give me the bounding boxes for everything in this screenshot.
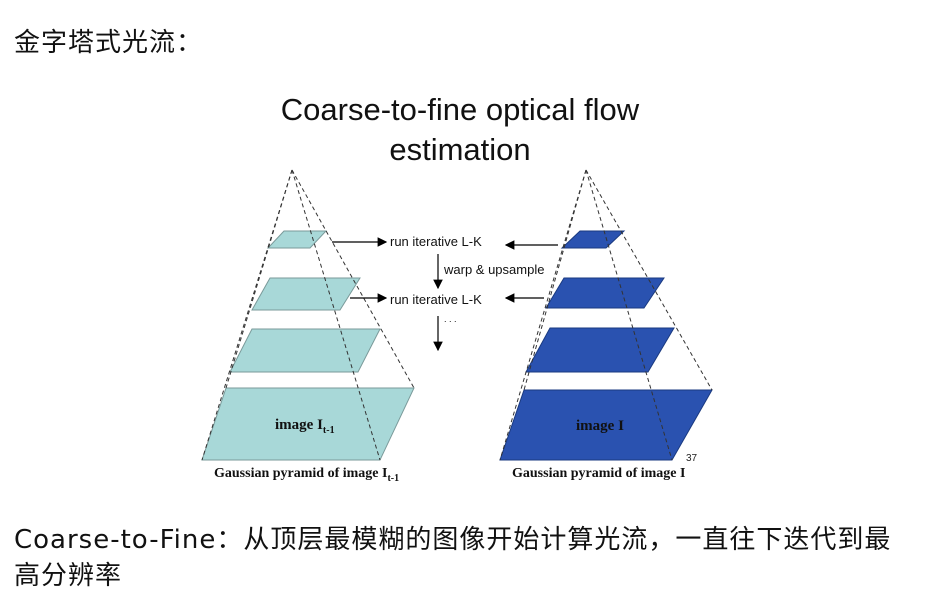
diagram-panel: Coarse-to-fine optical flow estimation	[200, 88, 720, 490]
left-level-3	[229, 328, 381, 373]
step-second-label: run iterative L-K	[390, 292, 482, 307]
left-level-2	[251, 277, 361, 311]
left-level-top	[266, 230, 328, 249]
page-number: 37	[686, 453, 698, 464]
right-level-top	[560, 230, 626, 249]
footer-text: Coarse-to-Fine：从顶层最模糊的图像开始计算光流，一直往下迭代到最高…	[14, 525, 892, 591]
right-level-3	[525, 327, 675, 373]
ellipsis-label: . . .	[444, 314, 457, 324]
diagram-title-line1: Coarse-to-fine optical flow	[280, 92, 640, 127]
right-pyramid	[499, 169, 713, 461]
pyramid-diagram	[201, 169, 713, 461]
step-top-label: run iterative L-K	[390, 234, 482, 249]
right-image-label: image I	[576, 418, 624, 434]
right-level-2	[545, 277, 665, 309]
diagram-title-line2: estimation	[389, 132, 531, 167]
left-pyramid	[201, 169, 415, 461]
left-image-label: image It-1	[275, 417, 335, 436]
left-pyramid-caption: Gaussian pyramid of image It-1	[214, 466, 400, 484]
slide-heading: 金字塔式光流：	[14, 28, 204, 58]
right-pyramid-caption: Gaussian pyramid of image I	[512, 466, 686, 481]
warp-upsample-label: warp & upsample	[444, 262, 545, 277]
